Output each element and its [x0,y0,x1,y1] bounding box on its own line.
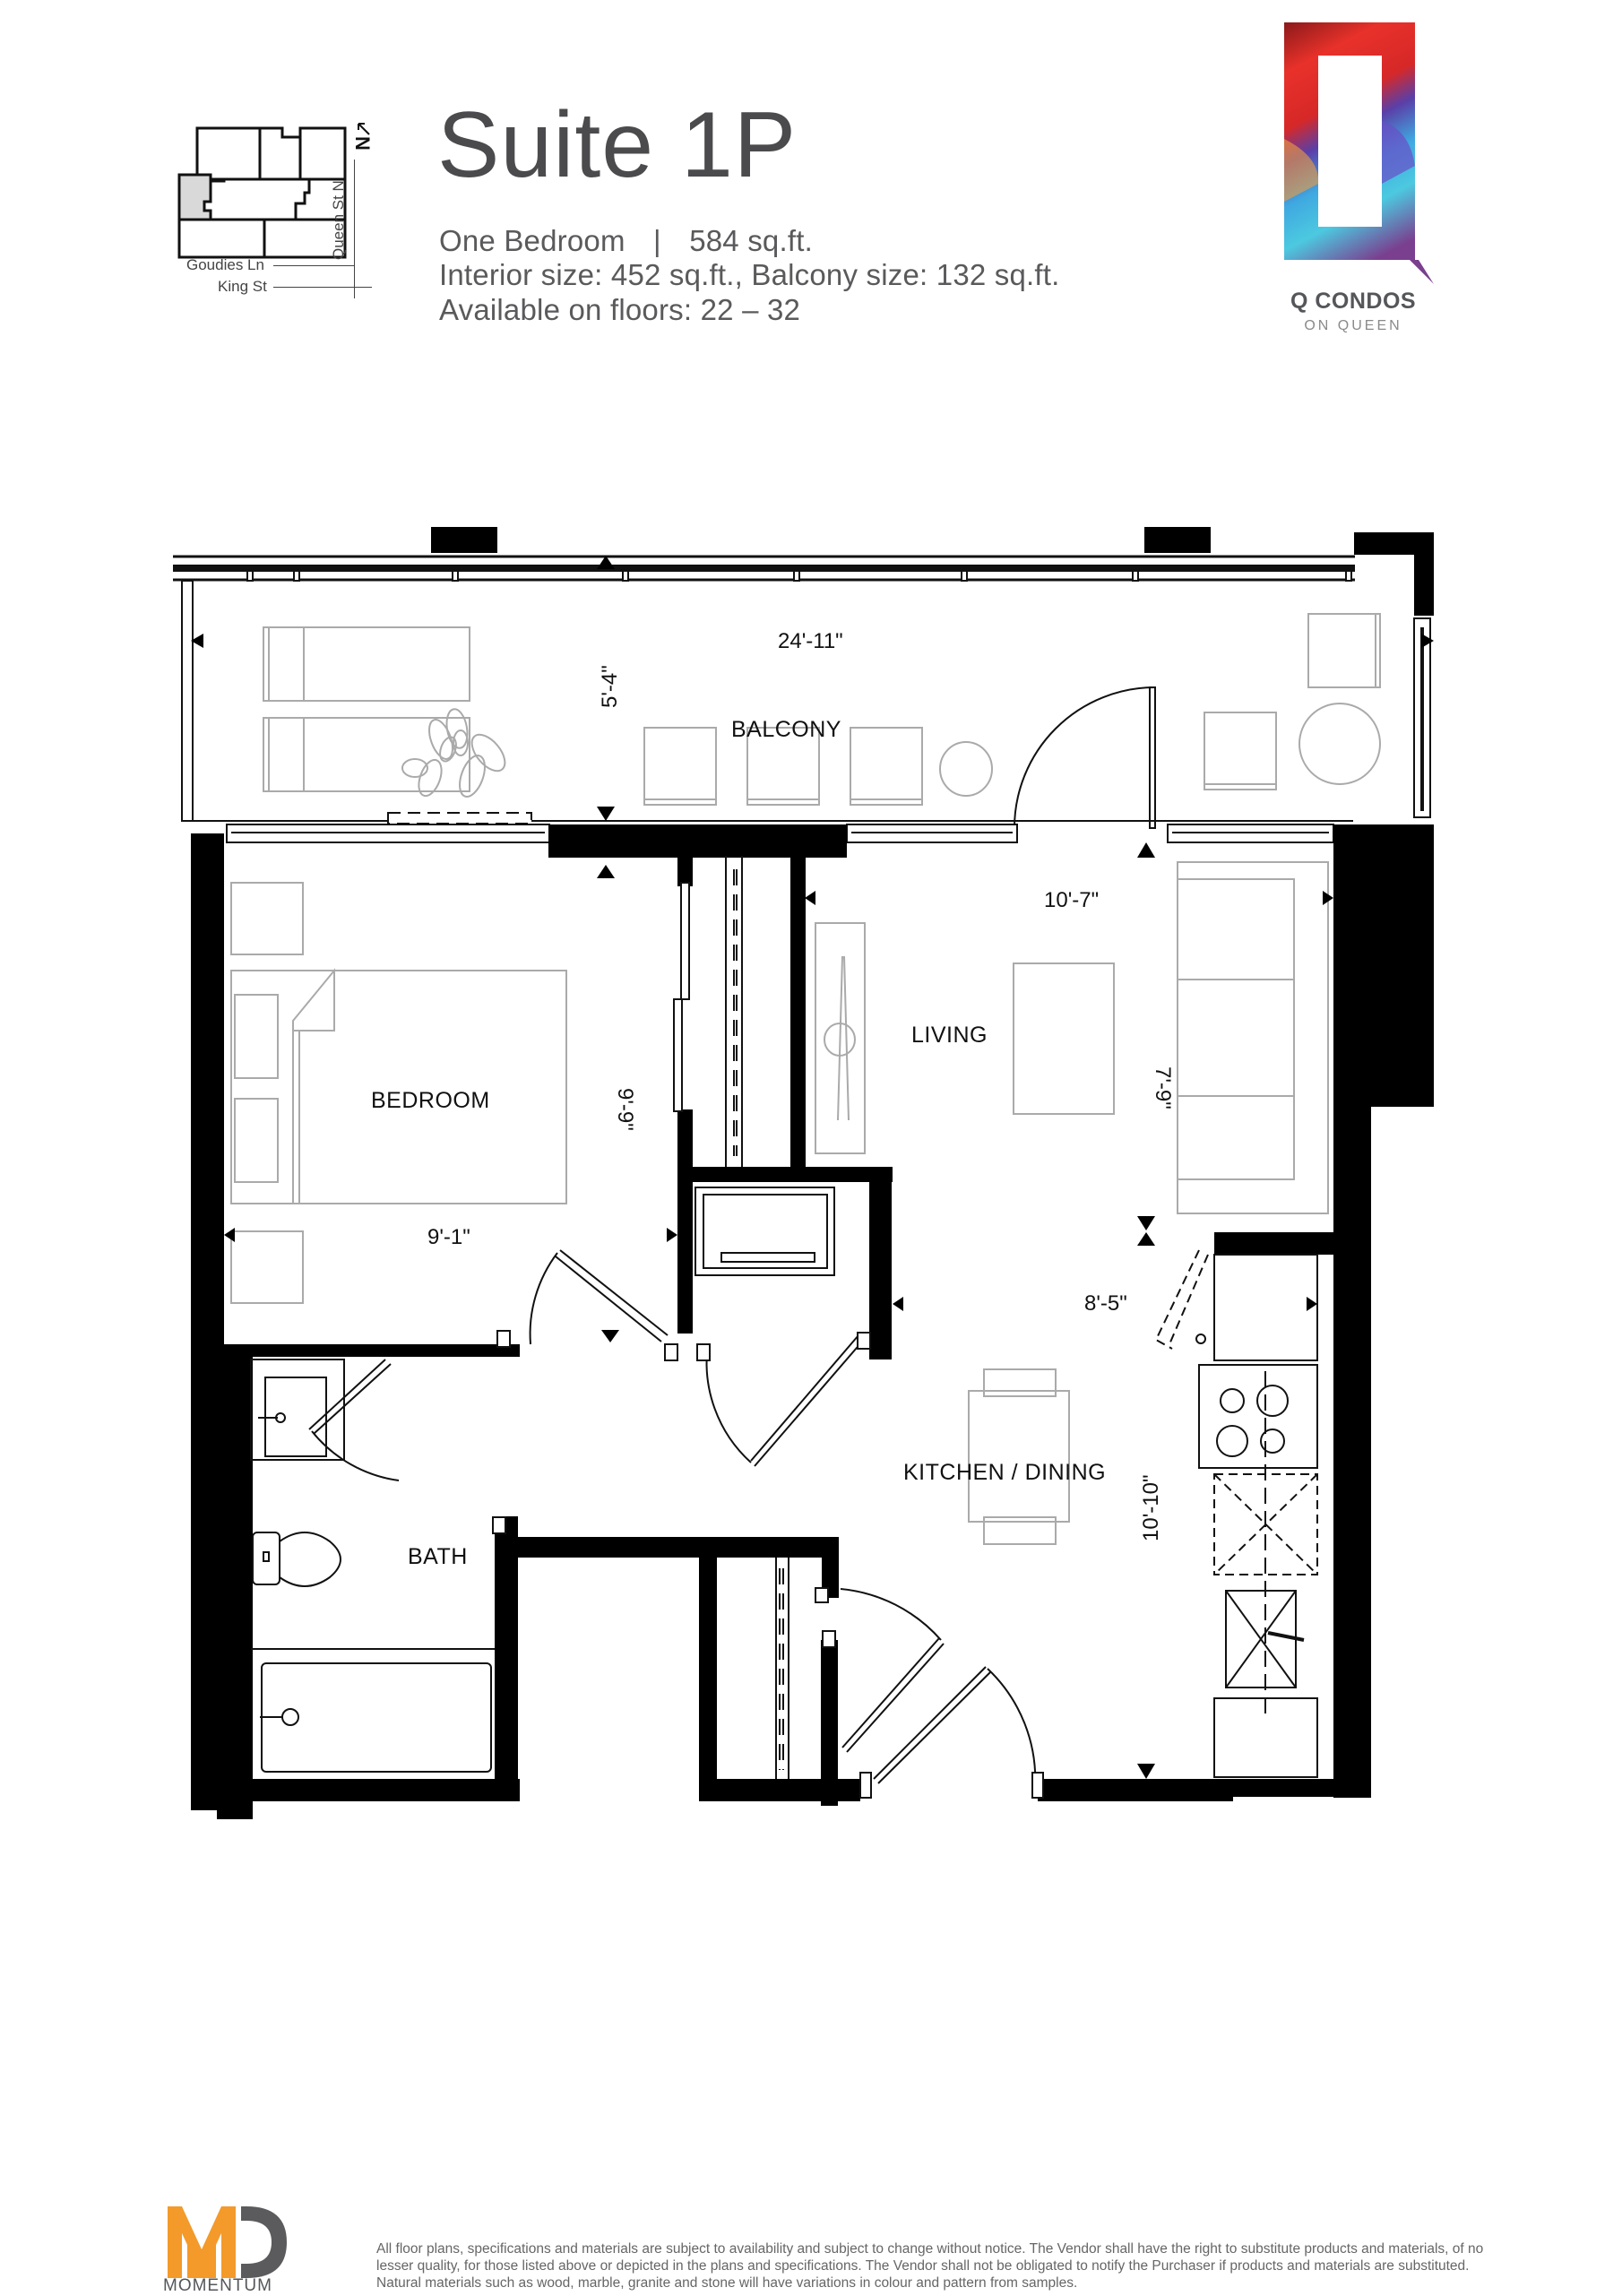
living-furniture [815,861,1329,1214]
dim-bedroom-width: 9'-1" [427,1225,470,1249]
balcony-door [1014,686,1156,829]
summary-separator: | [653,224,661,257]
street-line-vertical [354,160,355,298]
bedroom-closet [673,856,743,1167]
door-jambs [492,1330,1044,1799]
window-wall [226,812,1334,843]
balcony-structure [173,527,1434,822]
room-label-bath: BATH [408,1544,468,1569]
dim-kitchen-width: 8'-5" [1084,1291,1127,1316]
room-label-kitchen-dining: KITCHEN / DINING [903,1460,1106,1485]
room-label-living: LIVING [911,1023,988,1048]
brand-tagline: ON QUEEN [1304,318,1402,333]
brand-name: Q CONDOS [1290,289,1417,314]
entry-closet [775,1558,789,1779]
key-plate-map [177,123,370,259]
dim-balcony-width: 24'-11" [778,629,843,653]
unit-type: One Bedroom [439,224,626,257]
room-label-balcony: BALCONY [731,717,841,742]
north-arrow-icon [358,123,370,135]
dining-furniture [968,1368,1070,1545]
dim-living-width: 10'-7" [1044,888,1099,912]
kitchen-appliances [1154,1249,1318,1778]
dim-balcony-depth: 5'-4" [598,665,622,708]
dimension-markers [191,556,1434,1779]
laundry-closet [695,1187,835,1276]
bath-fixtures [250,1359,495,1773]
suite-location-highlight [179,175,211,220]
q-condos-logo-icon [1284,22,1434,284]
doors [308,1249,1037,1789]
walls [191,824,1434,1819]
balcony-furniture [263,613,1381,806]
suite-title: Suite 1P [437,93,798,197]
total-size: 584 sq.ft. [689,224,813,257]
floor-availability: Available on floors: 22 – 32 [439,293,801,326]
developer-name: MOMENTUM [163,2276,272,2295]
dim-living-depth: 7'-9" [1151,1066,1175,1109]
dim-bedroom-depth: 9'-9" [613,1088,637,1131]
momentum-logo-icon [168,2206,287,2278]
street-line-king [273,287,372,288]
street-line-goudies [273,265,354,266]
street-goudies-ln: Goudies Ln [186,256,264,273]
size-detail: Interior size: 452 sq.ft., Balcony size:… [439,258,1060,291]
street-king-st: King St [218,278,267,295]
unit-summary: One Bedroom | 584 sq.ft. [439,226,813,255]
legal-disclaimer: All floor plans, specifications and mate… [376,2241,1484,2291]
room-label-bedroom: BEDROOM [371,1088,490,1113]
bedroom-furniture [230,882,567,1304]
dim-kitchen-depth: 10'-10" [1139,1475,1163,1541]
